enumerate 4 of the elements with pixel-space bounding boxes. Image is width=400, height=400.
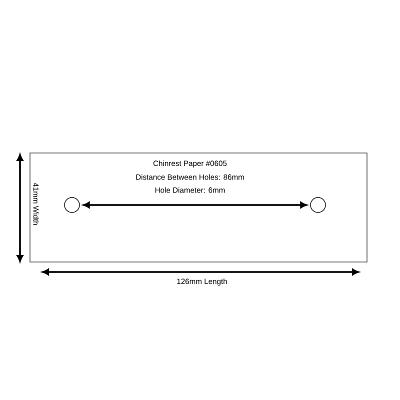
hole <box>64 197 80 213</box>
hole <box>310 197 326 213</box>
paper-sheet <box>30 152 368 262</box>
arrow <box>83 202 307 208</box>
